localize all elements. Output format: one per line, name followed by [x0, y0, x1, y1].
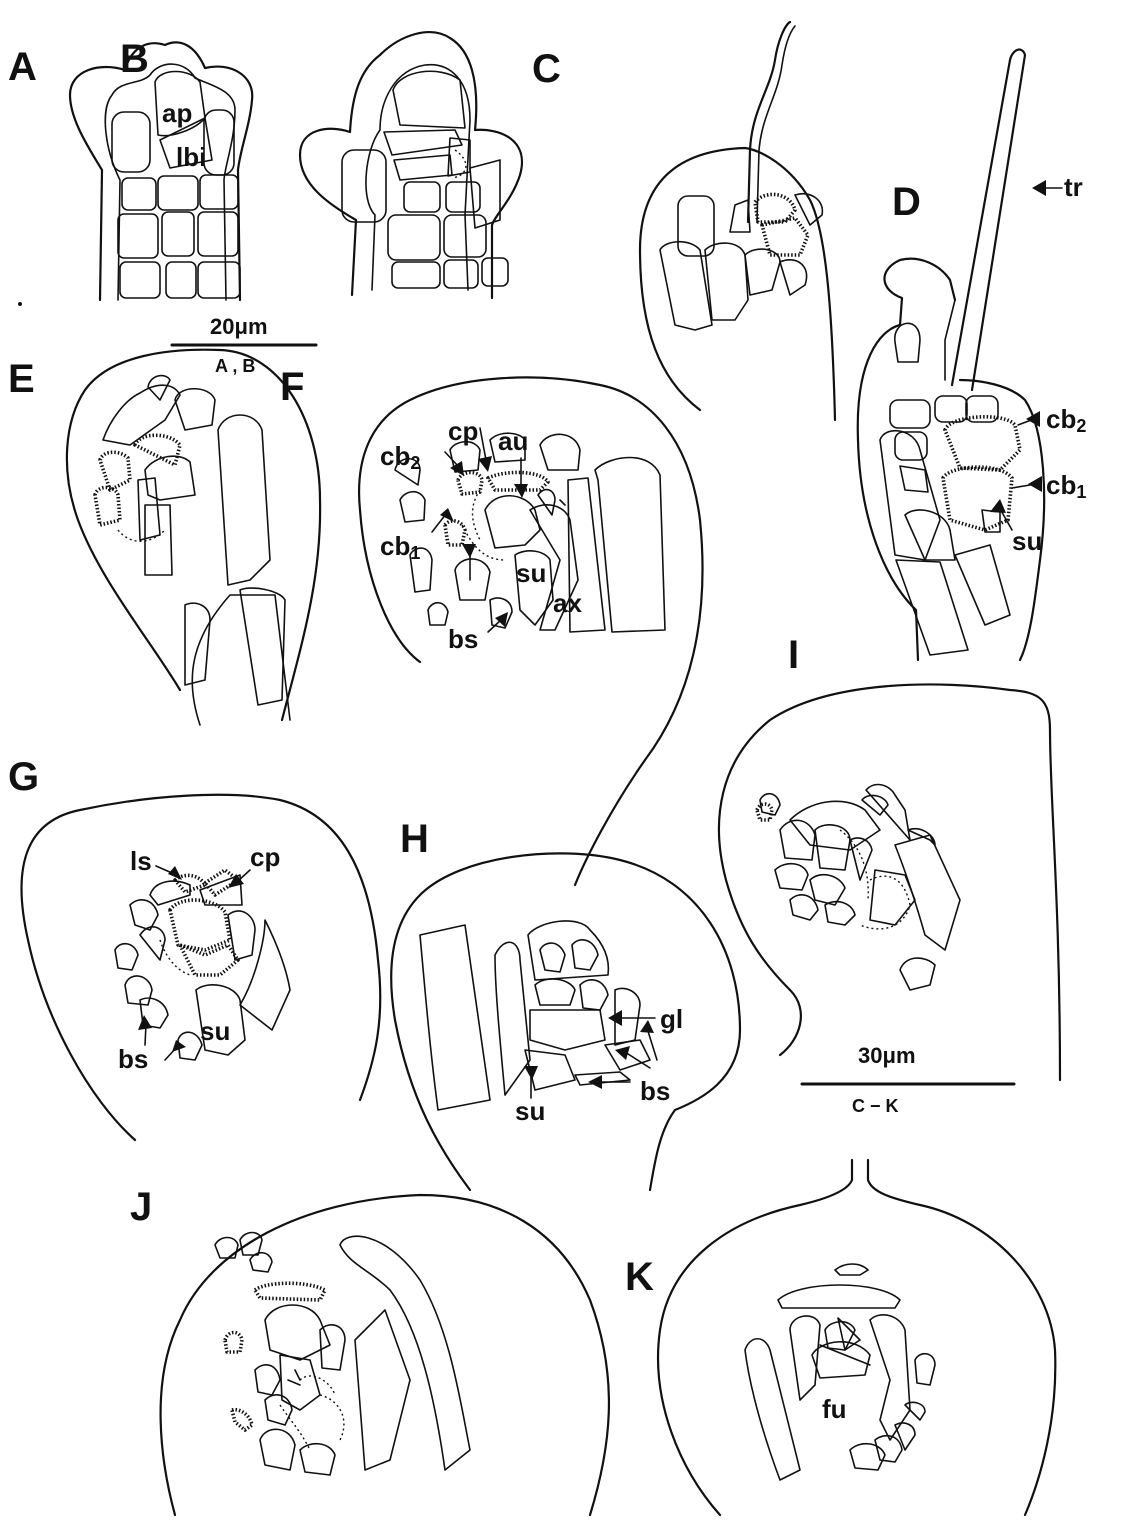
label-ls: ls: [130, 846, 152, 876]
label-ap: ap: [162, 98, 192, 128]
label-bs-h: bs: [640, 1076, 670, 1106]
panel-letter-k: K: [625, 1255, 654, 1299]
label-cb2-f: cb2: [380, 441, 420, 473]
panel-letter-a: A: [8, 45, 37, 89]
panel-c: C: [532, 22, 835, 420]
label-gl: gl: [660, 1004, 683, 1034]
panel-h: H gl bs su: [391, 817, 740, 1190]
scalebar-large-value: 30μm: [858, 1043, 916, 1068]
label-ax: ax: [553, 588, 582, 618]
label-lbi: lbi: [176, 142, 206, 172]
label-au: au: [498, 426, 528, 456]
stray-dot: [18, 302, 22, 306]
label-cb1-f: cb1: [380, 531, 420, 563]
label-su-f: su: [516, 558, 546, 588]
label-tr: tr: [1064, 172, 1083, 202]
label-su-g: su: [200, 1016, 230, 1046]
panel-e: E: [8, 350, 320, 725]
panel-g: G ls cp su bs: [8, 755, 380, 1140]
label-cb2: cb2: [1046, 404, 1086, 436]
panel-letter-e: E: [8, 357, 35, 401]
label-bs-g: bs: [118, 1044, 148, 1074]
panel-i: I: [719, 633, 1060, 1080]
panel-k: K fu: [625, 1160, 1055, 1515]
panel-d: D tr cb2 cb1 su: [858, 50, 1087, 660]
scalebar-large-panels: C − K: [852, 1096, 899, 1116]
panel-letter-b: B: [120, 37, 149, 81]
label-fu: fu: [822, 1394, 847, 1424]
panel-letter-d: D: [892, 180, 921, 224]
label-bs-f: bs: [448, 624, 478, 654]
panel-letter-j: J: [130, 1185, 152, 1229]
scalebar-small-value: 20μm: [210, 314, 268, 339]
panel-letter-g: G: [8, 755, 39, 799]
scalebar-small-panels: A , B: [215, 356, 255, 376]
panel-a: A ap lbi: [8, 42, 252, 300]
panel-letter-f: F: [280, 365, 304, 409]
label-cp-g: cp: [250, 842, 280, 872]
panel-letter-h: H: [400, 817, 429, 861]
label-cp-f: cp: [448, 416, 478, 446]
panel-letter-i: I: [788, 633, 799, 677]
label-su-d: su: [1012, 526, 1042, 556]
scalebar-large: 30μm C − K: [802, 1043, 1014, 1116]
panel-j: J: [130, 1185, 609, 1515]
label-su-h: su: [515, 1096, 545, 1126]
label-cb1: cb1: [1046, 470, 1086, 502]
panel-f: F cb2 cp au cb: [280, 365, 703, 885]
panel-letter-c: C: [532, 47, 561, 91]
